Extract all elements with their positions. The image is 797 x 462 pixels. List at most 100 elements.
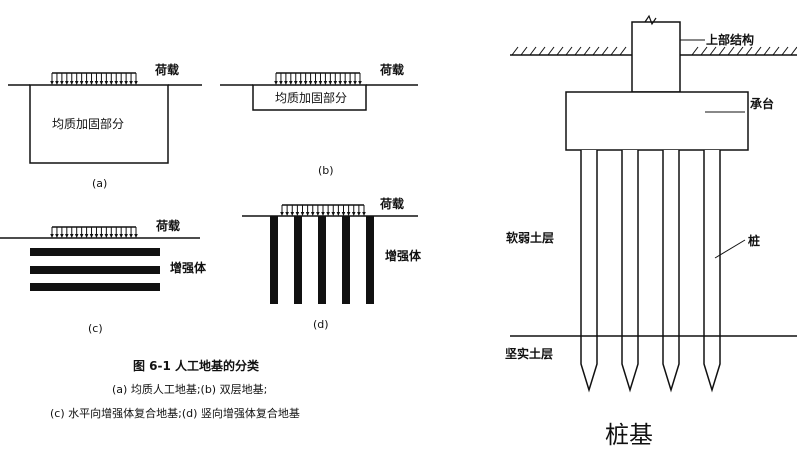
uniform-part-label: 均质加固部分 [275, 90, 347, 105]
load-arrowhead [284, 81, 288, 85]
load-label: 荷载 [379, 62, 404, 77]
load-arrowhead [348, 81, 352, 85]
superstructure-column [631, 21, 681, 93]
load-arrowhead [326, 212, 330, 216]
break-line-symbol [644, 14, 657, 26]
hatch-mark [547, 46, 555, 56]
load-arrowhead [94, 81, 99, 85]
load-arrowhead [74, 234, 79, 238]
load-arrowhead [129, 81, 133, 85]
load-arrowhead [89, 234, 94, 238]
hatch-mark [520, 46, 528, 56]
load-label: 荷载 [154, 62, 179, 77]
panel-b: 荷载 均质加固部分 (b) [220, 62, 418, 177]
load-arrowhead [60, 234, 64, 238]
load-arrowhead [351, 212, 356, 216]
load-arrowhead [298, 81, 303, 85]
load-arrowhead [65, 234, 69, 238]
hatch-mark [727, 46, 735, 56]
load-arrowhead [134, 81, 138, 85]
hatch-mark [610, 46, 618, 56]
load-arrowhead [99, 81, 104, 85]
hatch-mark [763, 46, 771, 56]
load-arrowhead [358, 81, 362, 85]
panel-label-d: (d) [313, 318, 329, 331]
hatch-mark [736, 46, 744, 56]
panel-label-a: (a) [92, 177, 107, 190]
load-arrowhead [313, 81, 318, 85]
load-arrowhead [109, 234, 114, 238]
pile [703, 150, 721, 393]
load-arrowhead [321, 212, 325, 216]
load-arrowhead [55, 81, 59, 85]
pile [662, 150, 680, 393]
vertical-reinforcement [342, 216, 350, 304]
load-arrowhead [99, 234, 104, 238]
load-arrowhead [104, 81, 109, 85]
reinforcement-label: 增强体 [170, 260, 207, 275]
panel-d: 荷载 增强体 (d) [242, 196, 422, 331]
hatch-mark [529, 46, 537, 56]
load-arrowhead [119, 81, 123, 85]
load-label: 荷载 [155, 218, 180, 233]
uniform-reinforced-zone [29, 84, 169, 164]
load-arrowhead [274, 81, 278, 85]
load-arrowhead [323, 81, 328, 85]
pile [580, 150, 598, 393]
vertical-reinforcement [366, 216, 374, 304]
load-arrowhead [300, 212, 305, 216]
load-arrowhead [79, 234, 84, 238]
load-arrowhead [357, 212, 361, 216]
soft-layer-label: 软弱土层 [506, 230, 554, 245]
panel-a: 荷载 均质加固部分 (a) [8, 62, 202, 190]
panel-c: 荷载 增强体 (c) [0, 218, 207, 335]
horizontal-reinforcement [30, 266, 160, 274]
caption-line-2: (c) 水平向增强体复合地基;(d) 竖向增强体复合地基 [50, 406, 300, 420]
load-arrowhead [124, 81, 128, 85]
load-arrowhead [69, 81, 74, 85]
hatch-mark [691, 46, 699, 56]
load-arrowhead [295, 212, 300, 216]
load-arrowhead [50, 81, 54, 85]
load-arrowhead [289, 81, 293, 85]
uniform-part-label: 均质加固部分 [52, 116, 124, 131]
load-arrowhead [285, 212, 289, 216]
pile-foundation-diagram: 上部结构 承台 软弱土层 桩 坚实土层 桩基 [505, 14, 797, 449]
load-arrowhead [79, 81, 84, 85]
hatch-mark [619, 46, 627, 56]
load-arrowhead [114, 81, 119, 85]
load-arrowhead [336, 212, 341, 216]
load-arrowhead [94, 234, 99, 238]
load-arrowhead [310, 212, 315, 216]
load-arrowhead [346, 212, 351, 216]
hatch-mark [583, 46, 591, 56]
load-symbol [280, 204, 366, 216]
uniform-reinforced-layer [252, 84, 367, 111]
horizontal-reinforcement [30, 248, 160, 256]
load-arrowhead [65, 81, 69, 85]
load-arrowhead [124, 234, 128, 238]
load-arrowhead [104, 234, 109, 238]
hatch-mark [790, 46, 797, 56]
pile-label: 桩 [748, 233, 760, 248]
load-arrowhead [305, 212, 310, 216]
hatch-mark [556, 46, 564, 56]
load-arrowhead [89, 81, 94, 85]
hatch-mark [718, 46, 726, 56]
piles [580, 150, 721, 393]
load-arrowhead [338, 81, 343, 85]
hatch-mark [709, 46, 717, 56]
load-arrowhead [129, 234, 133, 238]
superstructure-label: 上部结构 [706, 32, 754, 47]
load-symbol [50, 226, 138, 238]
firm-layer-label: 坚实土层 [505, 346, 553, 361]
caption-line-1: (a) 均质人工地基;(b) 双层地基; [112, 383, 267, 396]
load-arrowhead [303, 81, 308, 85]
load-arrowhead [119, 234, 123, 238]
load-label: 荷载 [379, 196, 404, 211]
load-arrowhead [134, 234, 138, 238]
hatch-mark [592, 46, 600, 56]
hatch-mark [745, 46, 753, 56]
panel-label-c: (c) [88, 322, 103, 335]
load-arrowhead [50, 234, 54, 238]
